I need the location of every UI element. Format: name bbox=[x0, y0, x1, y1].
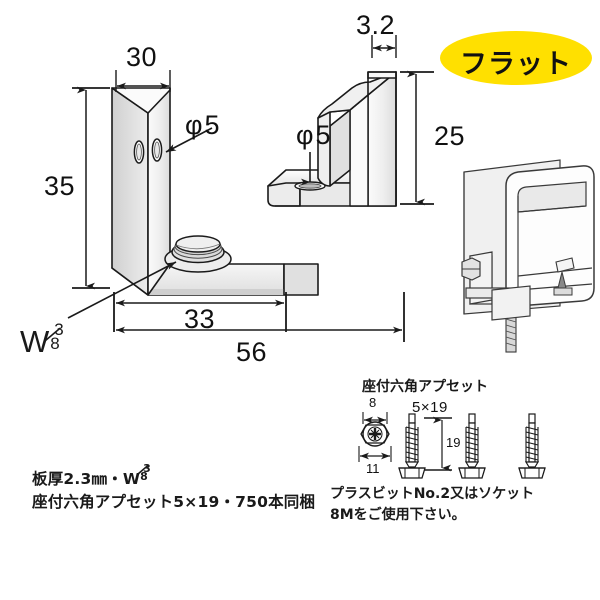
screw-instruction-line2: 8Mをご使用下さい。 bbox=[330, 507, 466, 523]
flat-badge bbox=[440, 31, 592, 85]
dimension-label-height-left: 35 bbox=[44, 171, 76, 201]
dimension-lines bbox=[67, 35, 434, 342]
bracket-body bbox=[111, 71, 397, 296]
screw-head-topview bbox=[360, 421, 390, 447]
dimension-label-thickness-top: 3.2 bbox=[356, 10, 396, 40]
screw-instruction-line1: プラスビットNo.2又はソケット bbox=[330, 486, 535, 502]
perspective-illustration bbox=[461, 159, 595, 353]
screw-head-width-label: 8 bbox=[369, 395, 377, 410]
screw-size-label: 5×19 bbox=[412, 399, 448, 416]
hole-phi5-shelf-group bbox=[294, 181, 326, 191]
screw-heading: 座付六角アプセット bbox=[362, 379, 488, 395]
dimension-label-hole-face: φ5 bbox=[185, 110, 222, 140]
dimension-label-length-inner: 33 bbox=[184, 304, 216, 334]
dimension-label-height-right: 25 bbox=[434, 121, 466, 151]
screw-flange-width-label: 11 bbox=[366, 461, 380, 476]
screw-side-views bbox=[398, 413, 546, 479]
thread-boss-w38 bbox=[164, 235, 232, 273]
flat-badge-label: フラット bbox=[460, 49, 572, 80]
hole-phi5-face-group bbox=[133, 138, 163, 164]
dimension-label-width-top: 30 bbox=[126, 42, 158, 72]
spec-note-line2: 座付六角アプセット5×19・750本同梱 bbox=[32, 493, 316, 511]
dimension-label-length-total: 56 bbox=[236, 337, 268, 367]
spec-note-fraction: 3⁄8 bbox=[138, 461, 152, 483]
screw-length-label: 19 bbox=[446, 435, 461, 450]
thread-spec-letter: W bbox=[20, 324, 50, 359]
dimension-label-hole-top: φ5 bbox=[296, 120, 333, 150]
screw-detail-group bbox=[358, 412, 546, 479]
spec-note-line1-text: 板厚2.3㎜・W bbox=[32, 470, 141, 488]
thread-spec-fraction: 3⁄8 bbox=[46, 320, 64, 353]
